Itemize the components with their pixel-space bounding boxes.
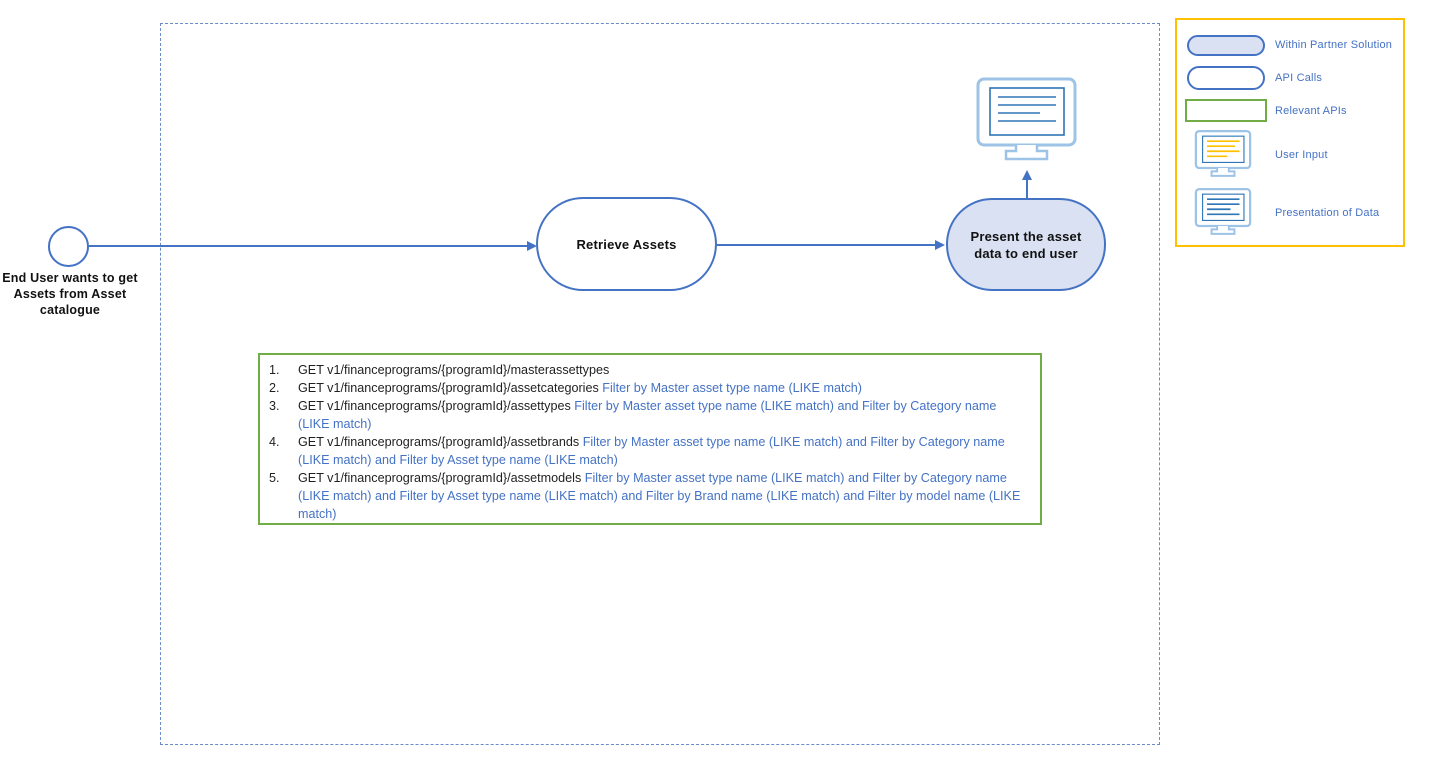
list-number: 1. [269, 363, 280, 377]
start-event-caption: End User wants to get Assets from Asset … [2, 271, 138, 317]
legend-label: Relevant APIs [1275, 105, 1347, 117]
arrowhead-up-icon [1021, 170, 1032, 180]
arrowhead-right-icon [527, 240, 537, 251]
api-endpoint-text: GET v1/financeprograms/{programId}/maste… [298, 363, 610, 377]
relevant-apis-box: 1. GET v1/financeprograms/{programId}/ma… [258, 353, 1042, 525]
api-endpoint-item: 5. GET v1/financeprograms/{programId}/as… [260, 469, 1030, 523]
legend-partner-solution-pill [1187, 35, 1265, 56]
api-endpoint-text: GET v1/financeprograms/{programId}/asset… [298, 399, 571, 413]
api-endpoint-item: 3. GET v1/financeprograms/{programId}/as… [260, 397, 1030, 433]
legend-label: User Input [1275, 149, 1328, 161]
api-filter-text: Filter by Master asset type name (LIKE m… [602, 381, 862, 395]
list-number: 4. [269, 435, 280, 449]
list-number: 2. [269, 381, 280, 395]
present-data-node: Present the asset data to end user [946, 198, 1106, 291]
list-number: 5. [269, 471, 280, 485]
start-event-circle [48, 226, 89, 267]
arrowhead-right-icon [935, 239, 945, 250]
flow-line-present-to-monitor [1026, 180, 1028, 198]
api-endpoint-text: GET v1/financeprograms/{programId}/asset… [298, 435, 580, 449]
flow-line-retrieve-to-present [717, 244, 936, 246]
legend-label: Presentation of Data [1275, 207, 1380, 219]
legend-relevant-apis-rect [1185, 99, 1267, 122]
api-filter-text: Filter by Master asset type name (LIKE m… [298, 435, 1005, 467]
api-filter-text: Filter by Master asset type name (LIKE m… [298, 399, 997, 431]
list-number: 3. [269, 399, 280, 413]
legend-label: API Calls [1275, 72, 1323, 84]
monitor-presentation-icon [1194, 188, 1252, 235]
api-endpoint-list: 1. GET v1/financeprograms/{programId}/ma… [260, 361, 1030, 523]
api-filter-text: Filter by Master asset type name (LIKE m… [298, 471, 1021, 521]
api-endpoint-text: GET v1/financeprograms/{programId}/asset… [298, 381, 599, 395]
legend-api-calls-pill [1187, 66, 1265, 90]
partner-solution-boundary [160, 23, 1160, 745]
retrieve-assets-node: Retrieve Assets [536, 197, 717, 291]
api-endpoint-text: GET v1/financeprograms/{programId}/asset… [298, 471, 582, 485]
api-endpoint-item: 4. GET v1/financeprograms/{programId}/as… [260, 433, 1030, 469]
api-endpoint-item: 1. GET v1/financeprograms/{programId}/ma… [260, 361, 1030, 379]
retrieve-assets-label: Retrieve Assets [576, 236, 677, 252]
api-endpoint-item: 2. GET v1/financeprograms/{programId}/as… [260, 379, 1030, 397]
legend-label: Within Partner Solution [1275, 39, 1393, 51]
monitor-presentation-icon [976, 77, 1077, 161]
monitor-user-input-icon [1194, 130, 1252, 177]
legend-box: Within Partner Solution API Calls Releva… [1175, 18, 1405, 247]
present-data-label: Present the asset data to end user [970, 228, 1082, 261]
flow-line-start-to-retrieve [89, 245, 528, 247]
